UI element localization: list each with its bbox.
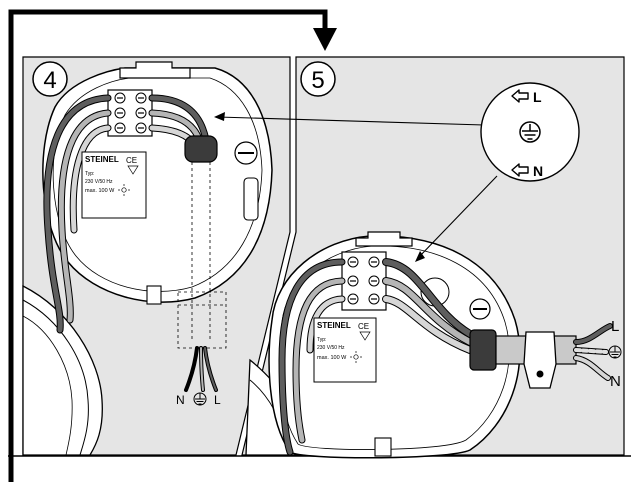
- device-label-left: STEINEL CE Typ: 230 V/50 Hz max. 100 W: [81, 151, 147, 219]
- arrow-down-icon: [313, 28, 337, 51]
- svg-text:5: 5: [311, 67, 324, 94]
- label-l-left: L: [214, 393, 221, 407]
- cable-clamp: [523, 331, 557, 389]
- svg-text:230 V/50 Hz: 230 V/50 Hz: [85, 179, 113, 185]
- wires-left: [43, 94, 210, 334]
- svg-text:Typ:: Typ:: [85, 171, 94, 177]
- terminal-block-right: [341, 251, 387, 311]
- svg-text:CE: CE: [126, 156, 137, 165]
- svg-text:max. 100 W: max. 100 W: [85, 188, 115, 194]
- earth-ground-icon: [519, 121, 541, 143]
- arrow-left-icon: [511, 89, 529, 103]
- leader-lines: [217, 116, 498, 259]
- wire-legend: L N: [480, 82, 580, 182]
- svg-text:max. 100 W: max. 100 W: [317, 355, 347, 361]
- step-4: STEINEL CE Typ: 230 V/50 Hz max. 100 W N: [22, 61, 273, 456]
- bulb-icon: [118, 184, 130, 196]
- svg-text:Typ:: Typ:: [317, 337, 326, 343]
- earth-ground-icon: [193, 392, 207, 406]
- terminal-block-left: [107, 89, 153, 137]
- earth-ground-icon: [608, 345, 622, 359]
- svg-text:STEINEL: STEINEL: [85, 155, 119, 164]
- cable-gland: [469, 329, 497, 371]
- svg-text:CE: CE: [358, 322, 369, 331]
- step-badge-5: 5: [300, 61, 336, 97]
- cable-grommet-left: [184, 135, 218, 163]
- flow-frame: [8, 9, 328, 482]
- step-badge-4: 4: [32, 61, 68, 97]
- cable-label-l: L: [611, 318, 619, 335]
- svg-text:4: 4: [43, 67, 56, 94]
- wires-right: [278, 258, 474, 456]
- svg-text:230 V/50 Hz: 230 V/50 Hz: [317, 345, 345, 351]
- svg-text:STEINEL: STEINEL: [317, 321, 351, 330]
- cable-label-n: N: [610, 373, 621, 390]
- bulb-icon: [350, 351, 362, 363]
- arrow-left-icon: [511, 163, 529, 177]
- legend-label-l: L: [533, 89, 542, 105]
- legend-label-n: N: [533, 163, 543, 179]
- label-n-left: N: [176, 393, 185, 407]
- step-5: STEINEL CE Typ: 230 V/50 Hz max. 100 W: [245, 231, 622, 459]
- device-label-right: STEINEL CE Typ: 230 V/50 Hz max. 100 W: [313, 317, 377, 383]
